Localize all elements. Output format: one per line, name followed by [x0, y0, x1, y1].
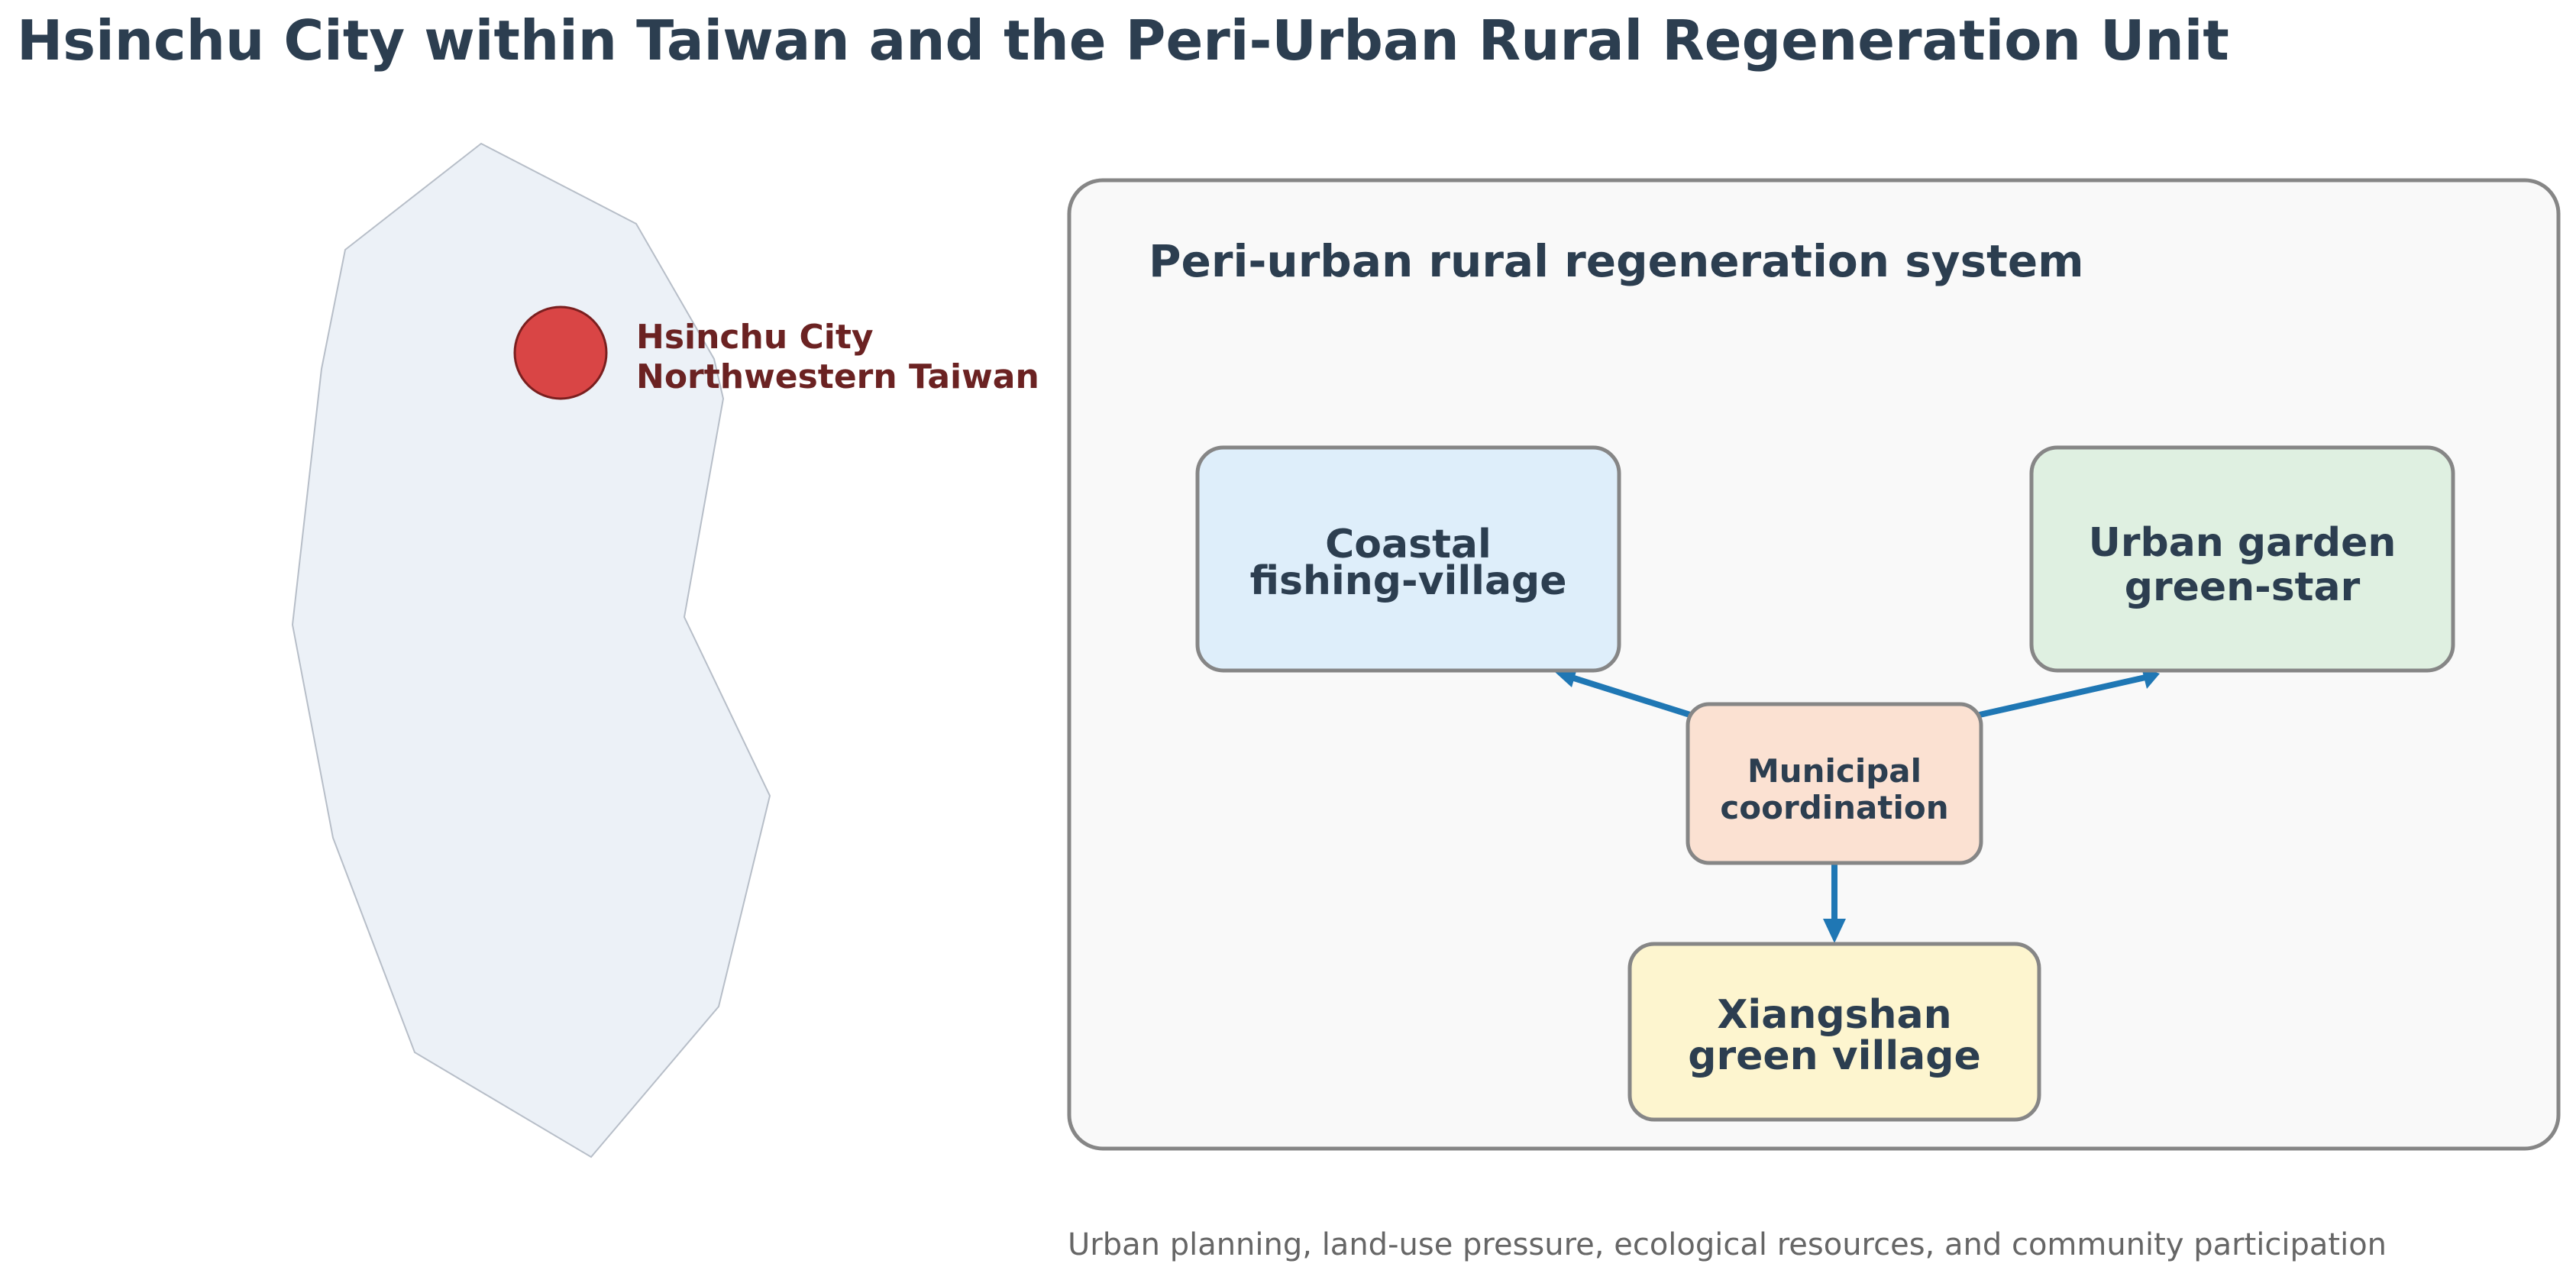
arrowhead-to-urban — [2141, 667, 2160, 689]
figure-caption: Urban planning, land-use pressure, ecolo… — [1068, 1227, 2387, 1262]
node-urban-garden-green-star: Urban garden green-star — [2029, 445, 2455, 673]
node-urban-line2: green-star — [2125, 564, 2361, 610]
hsinchu-location-marker — [513, 305, 608, 400]
regeneration-system-panel — [1067, 178, 2561, 1151]
node-municipal-coordination: Municipal coordination — [1686, 702, 1983, 865]
node-urban-line1: Urban garden — [2089, 520, 2397, 566]
node-coastal-line2: fishing-village — [1249, 558, 1566, 604]
arrowhead-to-xiangshan — [1823, 919, 1846, 943]
location-label-region: Northwestern Taiwan — [636, 357, 1039, 396]
node-center-line2: coordination — [1720, 789, 1948, 826]
arrow-to-urban — [1979, 673, 2153, 718]
node-xiangshan-green-village: Xiangshan green village — [1627, 942, 2041, 1122]
location-label-city: Hsinchu City — [636, 318, 874, 357]
taiwan-map-outline — [291, 142, 771, 1159]
figure-title: Hsinchu City within Taiwan and the Peri-… — [17, 8, 2229, 73]
arrow-to-coastal — [1560, 671, 1692, 718]
node-center-line1: Municipal — [1747, 752, 1921, 790]
node-coastal-fishing-village: Coastal fishing-village — [1195, 445, 1621, 673]
panel-title: Peri-urban rural regeneration system — [1149, 235, 2084, 287]
node-xiangshan-line1: Xiangshan — [1717, 992, 1951, 1038]
node-xiangshan-line2: green village — [1688, 1033, 1980, 1079]
node-coastal-line1: Coastal — [1325, 522, 1492, 567]
